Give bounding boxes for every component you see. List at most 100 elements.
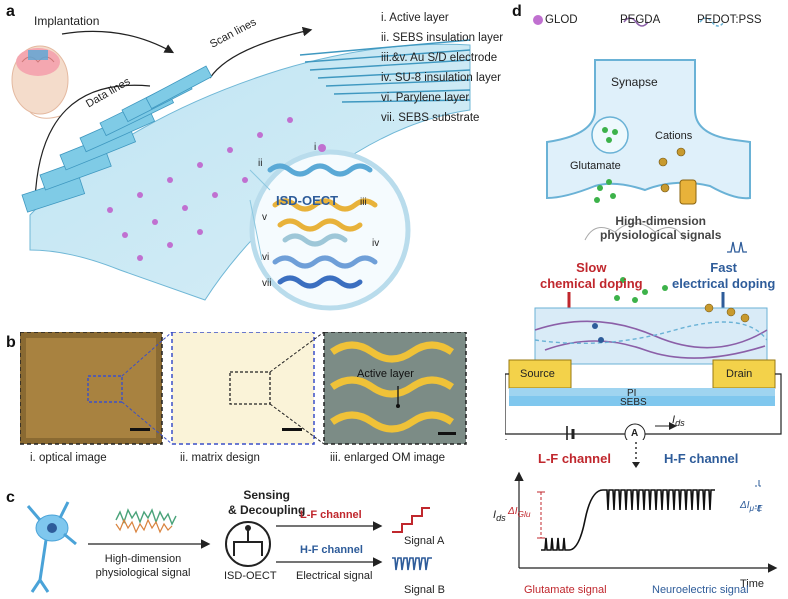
- signal-b-label: Signal B: [404, 584, 445, 596]
- sebs-label: SEBS: [620, 397, 647, 408]
- signal-a-trace: [392, 507, 430, 533]
- caption-matrix: ii. matrix design: [180, 452, 260, 464]
- source-electrode: [508, 359, 572, 389]
- delta-ue-sub: μ-E: [749, 503, 763, 513]
- data-lines-arrow: [30, 84, 151, 204]
- panel-a-letter: a: [6, 3, 15, 20]
- lf-channel-label-c: L-F channel: [300, 509, 362, 521]
- hd-signals-line2: physiological signals: [600, 228, 722, 242]
- inset-numeral-ii: ii: [258, 158, 262, 169]
- inset-numeral-iv: iv: [372, 238, 379, 249]
- channel-layer: [534, 307, 768, 365]
- layer-item: iv. SU-8 insulation layer: [381, 72, 501, 84]
- slow-doping-line1: Slow: [576, 260, 607, 275]
- y-axis-main: I: [493, 509, 497, 521]
- signal-a-label: Signal A: [404, 535, 445, 547]
- layer-list: i. Active layer ii. SEBS insulation laye…: [381, 8, 503, 128]
- panel-c-flow: [26, 501, 432, 593]
- electrical-signal-label: Electrical signal: [296, 570, 373, 582]
- y-axis-label: Ids: [493, 509, 506, 523]
- scan-line-strips: [299, 39, 471, 103]
- optical-image: [20, 332, 163, 445]
- device-dots: [107, 117, 293, 261]
- implantation-arrow: [61, 30, 175, 54]
- lf-channel-label-d: L-F channel: [538, 451, 611, 466]
- pi-label: PI: [627, 388, 637, 399]
- head-illustration: [11, 45, 69, 119]
- delta-glu-main: ΔI: [508, 506, 518, 517]
- inset-numeral-v: v: [262, 212, 267, 223]
- isd-oect-label: ISD-OECT: [276, 193, 339, 208]
- enlarged-om-image: [323, 332, 467, 445]
- device-caption: ISD-OECT: [224, 570, 277, 582]
- panel-d-legend: [533, 15, 725, 27]
- layer-item: ii. SEBS insulation layer: [381, 32, 504, 44]
- glutamate-label: Glutamate: [570, 160, 621, 172]
- drain-electrode: [712, 359, 776, 389]
- source-label: Source: [520, 368, 555, 380]
- legend-pedot: PEDOT:PSS: [697, 14, 762, 26]
- inset-numeral-vii: vii: [262, 278, 271, 289]
- inset-numeral-iii: iii: [360, 197, 367, 208]
- ids-circuit-main: I: [672, 414, 676, 426]
- oect-device-icon: [225, 521, 271, 567]
- y-axis-sub: ds: [496, 513, 506, 524]
- sensing-title-line1: Sensing: [243, 488, 291, 502]
- panel-b-letter: b: [6, 334, 16, 351]
- delta-ue-label: ΔIμ-E: [740, 500, 762, 513]
- data-line-strips: [21, 65, 213, 213]
- delta-glu-sub: Glu: [517, 509, 531, 519]
- sensing-title-line2: & Decoupling: [228, 503, 306, 517]
- pi-layer: [509, 388, 775, 396]
- noisy-signal: [115, 508, 177, 526]
- fast-doping-line2: electrical doping: [672, 276, 776, 291]
- glutamate-signal-label: Glutamate signal: [524, 584, 607, 596]
- drain-label: Drain: [726, 368, 753, 380]
- matrix-design: [171, 332, 315, 445]
- glod-legend-icon: [533, 15, 543, 25]
- sensing-title: Sensing & Decoupling: [228, 488, 305, 518]
- panel-b-images: [20, 332, 467, 445]
- active-layer-label: Active layer: [357, 368, 414, 380]
- input-label: High-dimension physiological signal: [88, 552, 198, 580]
- delta-glu-label: ΔIGlu: [508, 506, 530, 519]
- hd-signals-line1: High-dimension: [615, 214, 707, 228]
- fast-doping-label: Fast electrical doping: [672, 260, 775, 292]
- panel-a-illustration: i ii iii iv v vi vii: [11, 26, 471, 311]
- slow-doping-line2: chemical doping: [540, 276, 643, 291]
- panel-d-illustration: [505, 59, 782, 440]
- slow-doping-label: Slow chemical doping: [540, 260, 643, 292]
- delta-ue-main: ΔI: [740, 500, 750, 511]
- hf-channel-label-c: H-F channel: [300, 544, 363, 556]
- inset-numeral-vi: vi: [262, 252, 269, 263]
- synapse-label: Synapse: [611, 75, 658, 89]
- legend-pegda: PEGDA: [620, 14, 661, 26]
- layer-item: vi. Parylene layer: [381, 92, 470, 104]
- layer-item: i. Active layer: [381, 12, 449, 24]
- ids-circuit-sub: ds: [675, 418, 685, 429]
- inset-numeral-i: i: [314, 142, 316, 153]
- inset-circle: [249, 149, 411, 311]
- x-axis-label: Time: [740, 578, 765, 590]
- layer-item: vii. SEBS substrate: [381, 112, 480, 124]
- fast-doping-line1: Fast: [710, 260, 738, 275]
- array-sheet: [29, 43, 471, 301]
- ids-circuit-label: Ids: [672, 414, 685, 428]
- pegda-legend-icon: [623, 17, 649, 27]
- ids-trace-plot: [514, 471, 778, 573]
- ids-trace: [541, 489, 715, 551]
- neuron-icon: [26, 501, 77, 593]
- panel-d-letter: d: [512, 3, 522, 20]
- inset-layers: [267, 163, 378, 289]
- legend-glod: GLOD: [545, 14, 578, 26]
- hd-signals-label: High-dimension physiological signals: [600, 214, 721, 242]
- dotted-down-arrow: [632, 442, 640, 468]
- ammeter-label: A: [631, 428, 639, 439]
- signal-b-trace: [392, 557, 432, 571]
- neuroelectric-signal-label: Neuroelectric signal: [652, 584, 749, 596]
- caption-optical: i. optical image: [30, 452, 107, 464]
- synapse-shape: [546, 59, 751, 200]
- sebs-layer: [509, 396, 775, 406]
- caption-om: iii. enlarged OM image: [330, 452, 446, 464]
- glod-enzyme: [318, 144, 326, 152]
